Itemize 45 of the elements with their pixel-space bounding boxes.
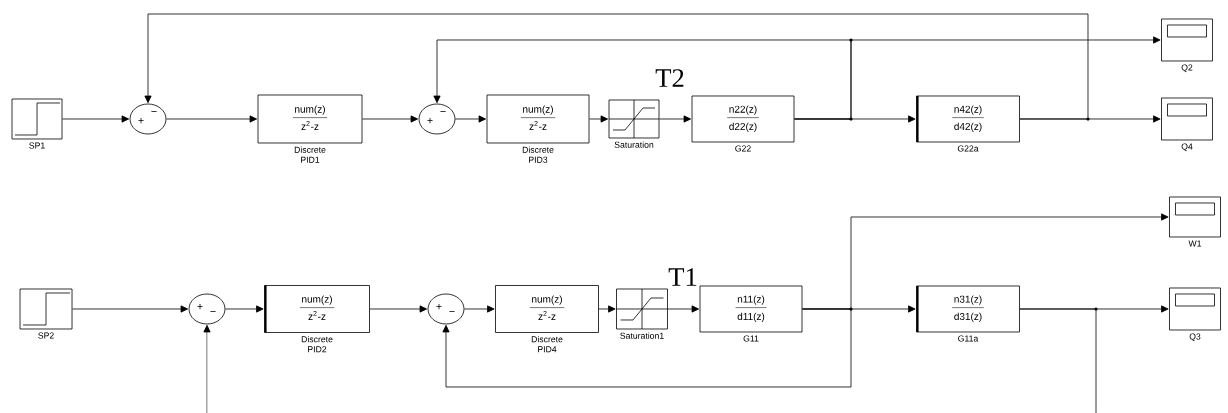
arrow — [144, 13, 1089, 120]
transfer-function-block: num(z) z$^{2}$-z — [257, 94, 363, 144]
arrow — [659, 115, 692, 123]
arrow — [62, 115, 130, 123]
block-label: Discrete PID4 — [531, 335, 563, 353]
block-label: W1 — [1188, 240, 1202, 247]
transfer-function-block: num(z) z$^{2}$-z — [486, 94, 590, 144]
arrow — [166, 115, 258, 123]
block-label: Q3 — [1189, 333, 1201, 342]
arrow — [589, 115, 609, 123]
block-label: Q4 — [1181, 143, 1193, 152]
sum-junction: + − — [188, 293, 226, 325]
arrow — [455, 115, 487, 123]
sum-junction: + − — [129, 103, 167, 135]
block-label: G22a — [957, 145, 979, 152]
block-label: SP2 — [38, 332, 54, 339]
block-label: Q2 — [1181, 64, 1193, 73]
block-label: G22 — [735, 145, 751, 152]
signal-label: T2 — [655, 69, 684, 87]
arrow — [362, 115, 419, 123]
transfer-function-block: n22(z) d22(z) — [691, 95, 795, 143]
arrow — [72, 305, 189, 313]
block-label: G11a — [958, 335, 979, 342]
signal-label: T1 — [668, 268, 697, 286]
transfer-function-block: n31(z) d31(z) — [916, 285, 1020, 333]
transfer-function-block: n42(z) d42(z) — [916, 95, 1020, 143]
block-label: SP1 — [29, 142, 45, 149]
block-label: Discrete PID1 — [294, 146, 326, 163]
arrow — [667, 305, 700, 313]
arrow — [598, 305, 616, 313]
block-label: Discrete PID2 — [301, 335, 333, 353]
block-label: Saturation — [614, 141, 654, 148]
block-label: Discrete PID3 — [522, 146, 554, 163]
sum-junction: + − — [418, 103, 456, 135]
transfer-function-block: num(z) z$^{2}$-z — [495, 285, 599, 333]
arrow — [369, 305, 428, 313]
arrow — [433, 39, 852, 120]
transfer-function-block: n11(z) d11(z) — [699, 285, 803, 333]
block-label: G11 — [743, 335, 759, 342]
arrow — [225, 305, 264, 313]
block-label: Saturation1 — [620, 332, 664, 339]
arrow — [442, 308, 852, 388]
sum-junction: + − — [427, 293, 465, 325]
transfer-function-block: num(z) z$^{2}$-z — [264, 285, 370, 333]
arrow — [464, 305, 495, 313]
